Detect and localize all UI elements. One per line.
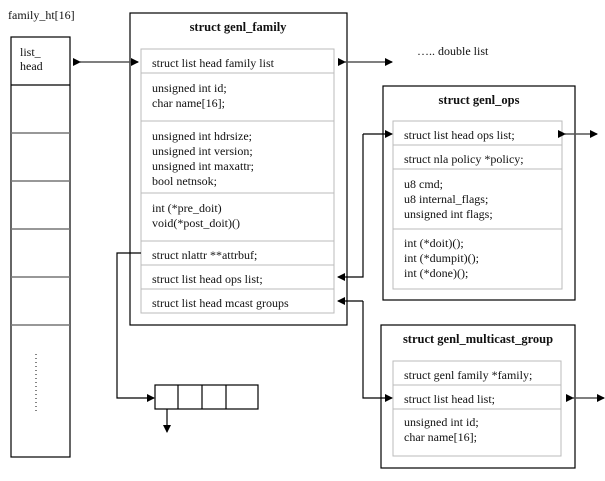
mcast-arrow-in	[362, 301, 393, 402]
hash-table	[10, 36, 71, 458]
field-maxattr: unsigned int maxattr;	[152, 159, 254, 173]
genl-ops-struct	[382, 85, 576, 301]
field-ops-list: struct list head ops list;	[152, 272, 263, 286]
genl-ops-title: struct genl_ops	[439, 93, 520, 107]
double-list-note: ….. double list	[417, 44, 489, 58]
ops-field-policy: struct nla policy *policy;	[404, 152, 524, 166]
ops-list-arrow-back	[337, 134, 364, 281]
attrbuf-arrow	[116, 252, 155, 402]
field-netnsok: bool netnsok;	[152, 174, 217, 188]
field-mcast-groups: struct list head mcast groups	[152, 296, 289, 310]
field-name: char name[16];	[152, 96, 225, 110]
field-version: unsigned int version;	[152, 144, 253, 158]
ops-field-flags: unsigned int flags;	[404, 207, 493, 221]
genl-family-struct	[129, 12, 348, 326]
connector-arrows	[73, 58, 605, 433]
mcgrp-field-name: char name[16];	[404, 430, 477, 444]
mcgrp-field-list: struct list head list;	[404, 392, 495, 406]
mcgrp-field-family: struct genl family *family;	[404, 368, 532, 382]
hash-table-label: family_ht[16]	[8, 8, 75, 22]
hash-cell-label-1: list_	[20, 45, 42, 59]
attrbuf-array	[154, 384, 259, 410]
genl-family-title: struct genl_family	[190, 20, 288, 34]
field-post-doit: void(*post_doit)()	[152, 216, 240, 230]
ops-field-dumpit: int (*dumpit)();	[404, 251, 479, 265]
hash-cell-label-2: head	[20, 59, 43, 73]
field-hdrsize: unsigned int hdrsize;	[152, 129, 252, 143]
field-attrbuf: struct nlattr **attrbuf;	[152, 248, 257, 262]
field-family-list: struct list head family list	[152, 56, 275, 70]
ops-field-internal-flags: u8 internal_flags;	[404, 192, 488, 206]
genl-multicast-group-title: struct genl_multicast_group	[403, 332, 553, 346]
mcgrp-field-id: unsigned int id;	[404, 415, 479, 429]
ops-field-done: int (*done)();	[404, 266, 468, 280]
field-id: unsigned int id;	[152, 81, 227, 95]
ops-field-doit: int (*doit)();	[404, 236, 464, 250]
ops-field-list: struct list head ops list;	[404, 128, 515, 142]
ops-field-cmd: u8 cmd;	[404, 177, 443, 191]
field-pre-doit: int (*pre_doit)	[152, 201, 222, 215]
